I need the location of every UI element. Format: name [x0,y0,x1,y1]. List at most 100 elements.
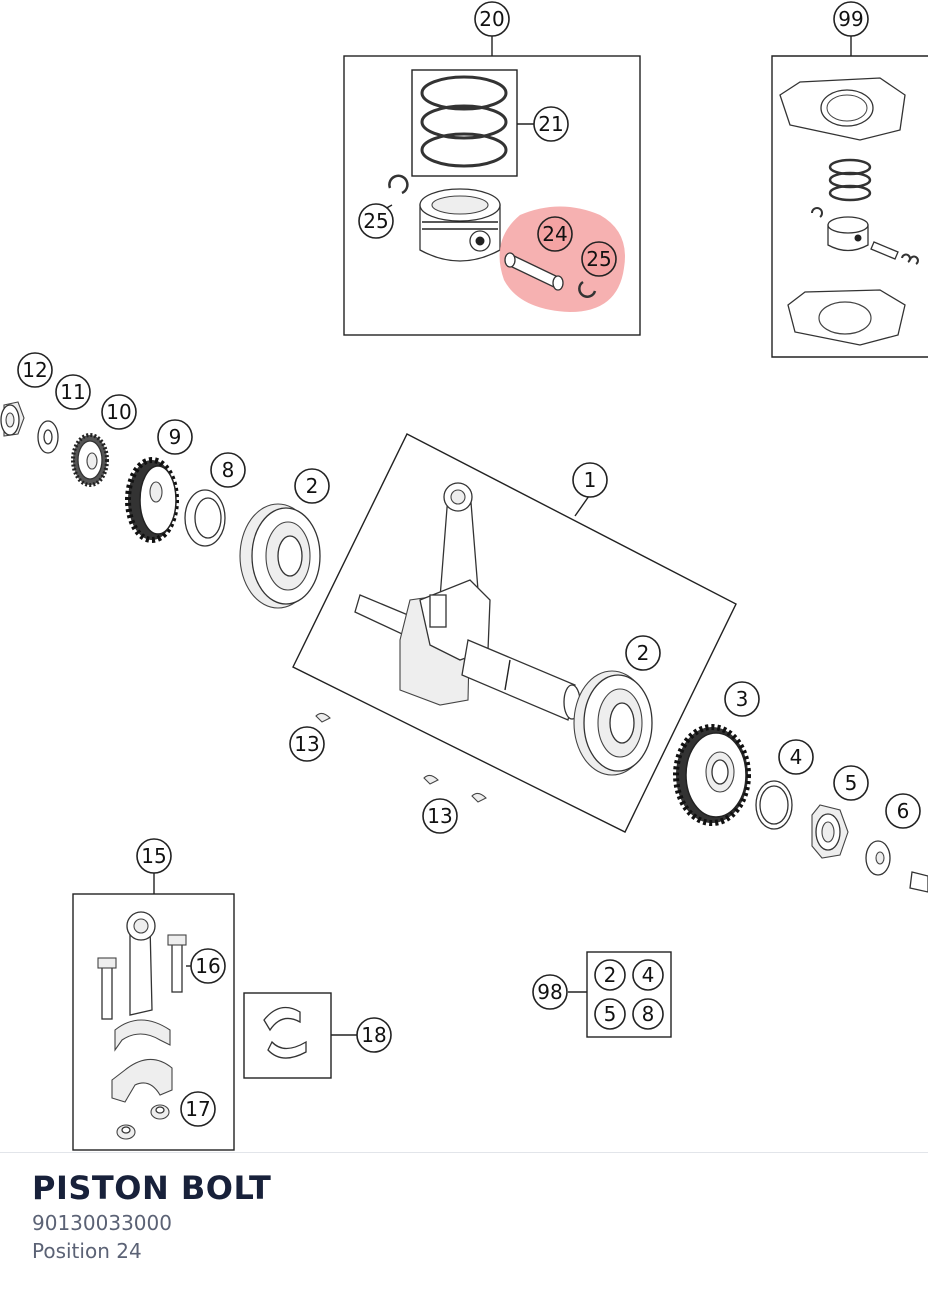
svg-text:13: 13 [427,804,452,828]
callout-15[interactable]: 15 [136,838,172,874]
part-name: PISTON BOLT [32,1169,272,1207]
piston-set-box [343,55,641,336]
piston-kit-gasket-bottom[interactable] [787,289,906,346]
callout-8[interactable]: 8 [210,452,246,488]
callout-17[interactable]: 17 [180,1091,216,1127]
svg-text:2: 2 [306,474,319,498]
svg-text:12: 12 [22,358,47,382]
group-98-item-5[interactable]: 5 [594,998,626,1030]
svg-text:4: 4 [790,745,803,769]
highlight-position-24[interactable] [499,206,625,313]
callout-1[interactable]: 1 [572,462,608,498]
nut-right[interactable] [811,804,849,859]
svg-text:20: 20 [479,7,504,31]
svg-text:6: 6 [897,799,910,823]
conrod-bolts[interactable] [97,934,187,1020]
bearing-shells-box [243,992,332,1079]
svg-text:98: 98 [537,980,562,1004]
part-position: Position 24 [32,1239,142,1263]
callout-10[interactable]: 10 [101,394,137,430]
svg-text:25: 25 [363,209,388,233]
gear-9[interactable] [125,457,179,543]
main-bearing-left[interactable] [239,503,321,609]
callout-18[interactable]: 18 [356,1017,392,1053]
shaft-seal[interactable] [184,489,226,547]
callout-2-right[interactable]: 2 [625,635,661,671]
callout-6[interactable]: 6 [885,793,921,829]
washer[interactable] [37,420,59,454]
svg-text:11: 11 [60,380,85,404]
callout-20[interactable]: 20 [474,1,510,37]
group-98-item-8[interactable]: 8 [632,998,664,1030]
gear-3[interactable] [673,724,751,826]
piston-kit-pin[interactable] [870,241,899,260]
part-info-panel: PISTON BOLT 90130033000 Position 24 [0,1152,928,1291]
svg-text:9: 9 [169,425,182,449]
nut[interactable] [0,401,25,437]
svg-text:2: 2 [604,963,617,987]
svg-text:99: 99 [838,7,863,31]
svg-text:1: 1 [584,468,597,492]
woodruff-key-3[interactable] [471,792,487,803]
callout-25-right[interactable]: 25 [581,241,617,277]
svg-text:21: 21 [538,112,563,136]
svg-text:10: 10 [106,400,131,424]
svg-text:17: 17 [185,1097,210,1121]
callout-4[interactable]: 4 [778,739,814,775]
bearing-shells[interactable] [263,1006,307,1059]
gear-10[interactable] [71,433,109,487]
piston-kit-gasket-top[interactable] [779,77,906,141]
piston-rings-box [411,69,518,177]
callout-99[interactable]: 99 [833,1,869,37]
shaft-end[interactable] [909,871,928,893]
piston-kit-rings[interactable] [828,158,872,202]
conrod-cap[interactable] [111,1058,173,1103]
svg-text:24: 24 [542,222,567,246]
crankshaft-box [292,433,737,833]
svg-text:25: 25 [586,247,611,271]
svg-text:18: 18 [361,1023,386,1047]
part-number: 90130033000 [32,1211,172,1235]
part-group-98-box [586,951,672,1038]
woodruff-key-1[interactable] [315,712,331,723]
callout-24[interactable]: 24 [537,216,573,252]
group-98-item-2[interactable]: 2 [594,959,626,991]
piston-pin-circlip-right[interactable] [578,280,597,298]
svg-text:5: 5 [604,1002,617,1026]
woodruff-key-2[interactable] [423,774,439,785]
callout-5[interactable]: 5 [833,765,869,801]
piston-rings[interactable] [420,75,508,168]
svg-text:4: 4 [642,963,655,987]
group-98-item-4[interactable]: 4 [632,959,664,991]
svg-text:5: 5 [845,771,858,795]
crankshaft-assembly[interactable] [354,482,581,721]
callout-25-left[interactable]: 25 [358,203,394,239]
svg-text:16: 16 [195,954,220,978]
svg-text:3: 3 [736,687,749,711]
callout-3[interactable]: 3 [724,681,760,717]
callout-16[interactable]: 16 [190,948,226,984]
callout-21[interactable]: 21 [533,106,569,142]
main-bearing-right[interactable] [573,670,653,776]
svg-text:15: 15 [141,844,166,868]
piston-kit-piston[interactable] [827,216,869,252]
washer-right[interactable] [865,840,891,876]
callout-12[interactable]: 12 [17,352,53,388]
callout-11[interactable]: 11 [55,374,91,410]
piston-pin[interactable] [504,252,564,291]
callout-13-lower[interactable]: 13 [422,798,458,834]
svg-text:8: 8 [222,458,235,482]
svg-text:13: 13 [294,732,319,756]
exploded-parts-diagram: 20 99 21 25 24 25 12 11 10 9 8 2 1 2 3 4… [0,1,928,1151]
conrod[interactable] [114,911,171,1052]
callout-13-upper[interactable]: 13 [289,726,325,762]
conrod-nuts[interactable] [116,1104,170,1140]
callout-2-left[interactable]: 2 [294,468,330,504]
callout-98[interactable]: 98 [532,974,568,1010]
svg-text:2: 2 [637,641,650,665]
piston-pin-circlip-left[interactable] [388,174,409,195]
conrod-kit-box [72,893,235,1151]
callout-9[interactable]: 9 [157,419,193,455]
piston[interactable] [419,188,501,262]
spacer-ring[interactable] [755,780,793,830]
